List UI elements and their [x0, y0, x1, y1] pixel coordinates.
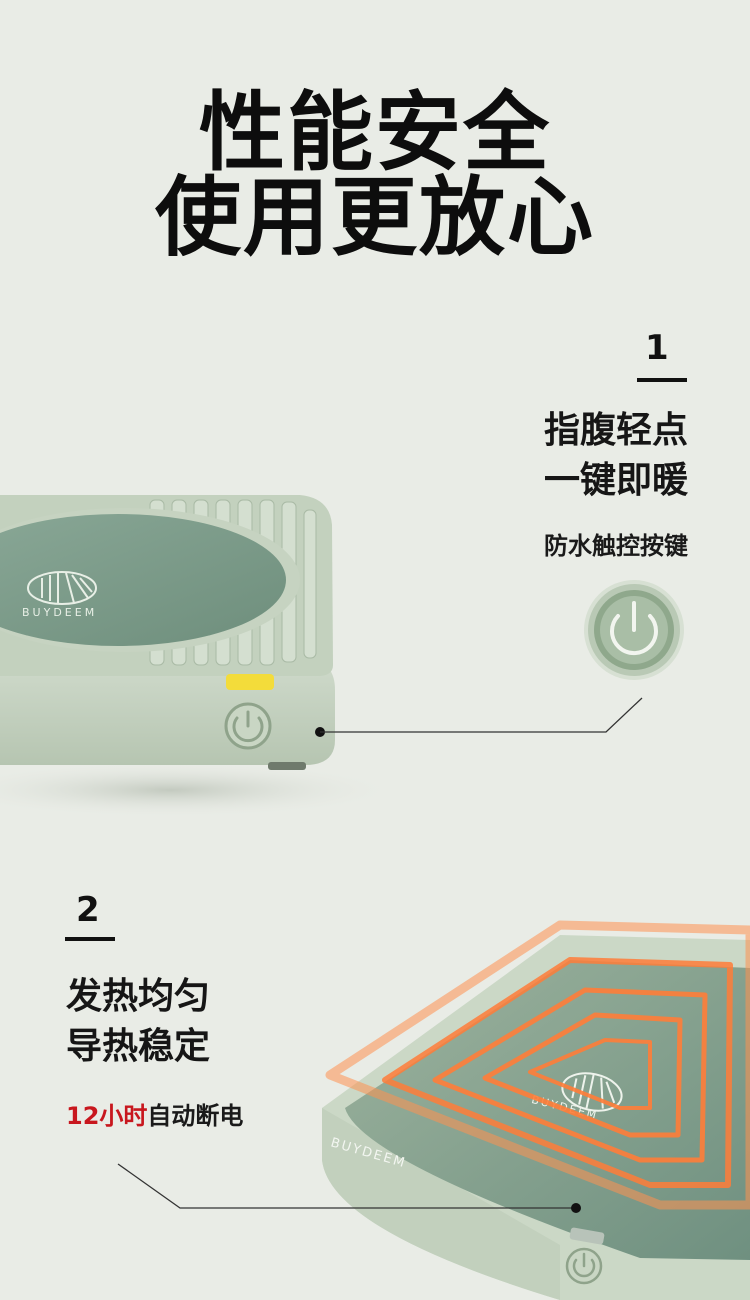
heat-rings [325, 920, 750, 1210]
callout-line-2 [117, 1163, 581, 1213]
feature-2-number: 2 [76, 890, 100, 930]
device-1-power-button-icon [224, 702, 272, 750]
feature-1-number: 1 [645, 328, 669, 368]
feature-2-subtitle: 12小时自动断电 [66, 1096, 243, 1131]
feature-1-title-line-1: 指腹轻点 [543, 410, 688, 451]
feature-2-title-line-1: 发热均匀 [66, 976, 211, 1017]
feature-2-subtitle-rest: 自动断电 [147, 1102, 244, 1130]
headline-line-2: 使用更放心 [155, 168, 595, 268]
feature-2-title-line-2: 导热稳定 [66, 1026, 211, 1067]
power-button-icon [584, 580, 684, 680]
headline-line-1: 性能安全 [199, 83, 551, 183]
device-1-brand-text: BUYDEEM [22, 606, 97, 619]
callout-line-1 [315, 697, 643, 737]
device-2-power-button-icon [565, 1247, 603, 1285]
feature-1-title-line-2: 一键即暖 [543, 460, 688, 501]
feature-1-number-underline [637, 378, 687, 382]
indicator-light [226, 674, 274, 690]
feature-1-subtitle: 防水触控按键 [544, 532, 688, 560]
device-1-shadow [0, 762, 400, 818]
device-1-heating-pad [0, 514, 286, 646]
feature-2-number-underline [65, 937, 115, 941]
device-1: BUYDEEM [0, 495, 335, 770]
feature-2-subtitle-accent: 12小时 [66, 1102, 148, 1130]
brand-logo-icon [27, 571, 97, 605]
